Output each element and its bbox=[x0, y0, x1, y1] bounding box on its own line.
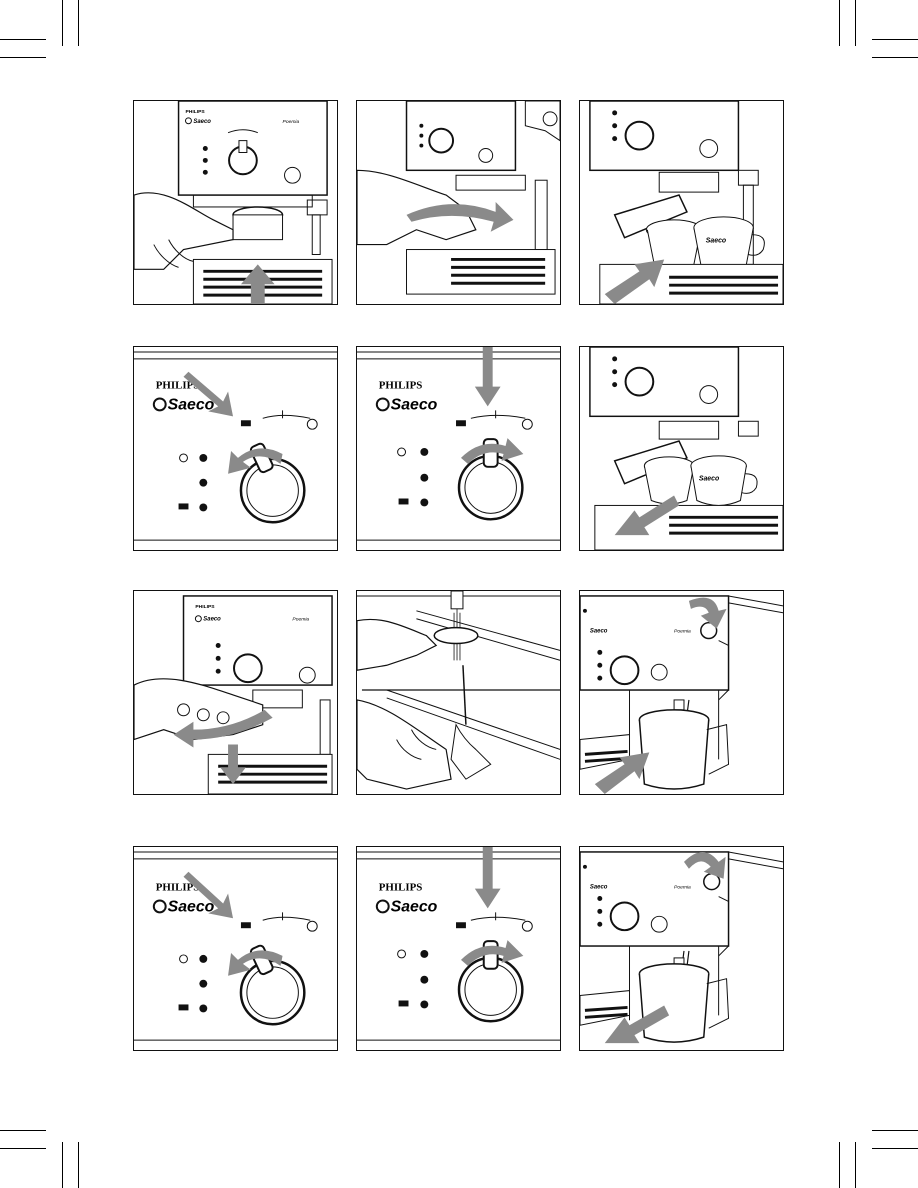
panel-5-turn-knob-off: PHILIPS Saeco bbox=[356, 346, 561, 551]
crop-mark bbox=[62, 1142, 63, 1188]
panel-8-rinse-filter bbox=[356, 590, 561, 795]
crop-mark bbox=[0, 1148, 46, 1149]
remove-arrow-icon bbox=[614, 495, 680, 536]
brand-philips-label: PHILIPS bbox=[156, 882, 200, 894]
crop-mark bbox=[872, 1130, 918, 1131]
brand-philips-label: PHILIPS bbox=[195, 604, 215, 610]
rotate-steam-knob-arrow-icon bbox=[688, 597, 727, 629]
cup-logo-label: Saeco bbox=[699, 476, 719, 483]
remove-arrow-icon bbox=[604, 1005, 670, 1044]
panel-9-steam-jug-insert: Saeco Poemia bbox=[579, 590, 784, 795]
down-right-arrow-icon bbox=[183, 871, 234, 919]
down-arrow-icon bbox=[474, 847, 501, 909]
rotate-right-arrow-icon bbox=[406, 202, 514, 232]
panel-1-insert-filter-holder: PHILIPS Saeco Poemia bbox=[133, 100, 338, 305]
brand-philips-label: PHILIPS bbox=[156, 380, 200, 392]
down-arrow-icon bbox=[474, 347, 501, 407]
down-right-arrow-icon bbox=[183, 371, 234, 417]
model-label: Poemia bbox=[674, 629, 691, 635]
crop-mark bbox=[0, 1130, 46, 1131]
brand-saeco-label: Saeco bbox=[391, 396, 438, 413]
model-label: Poemia bbox=[283, 119, 300, 125]
pull-left-arrow-icon bbox=[173, 709, 273, 748]
brand-saeco-label: Saeco bbox=[168, 396, 215, 413]
brand-saeco-label: Saeco bbox=[168, 898, 215, 915]
rotate-left-arrow-icon bbox=[228, 950, 283, 976]
model-label: Poemia bbox=[292, 617, 309, 623]
crop-mark bbox=[0, 39, 46, 40]
down-arrow-icon bbox=[220, 744, 246, 785]
brand-saeco-label: Saeco bbox=[193, 119, 211, 125]
panel-7-remove-filter-holder: PHILIPS Saeco Poemia bbox=[133, 590, 338, 795]
insert-arrow-icon bbox=[604, 259, 665, 304]
brand-saeco-label: Saeco bbox=[203, 617, 221, 623]
brand-saeco-label: Saeco bbox=[590, 885, 608, 891]
panel-11-turn-knob-off-steam: PHILIPS Saeco bbox=[356, 846, 561, 1051]
crop-mark bbox=[839, 1142, 840, 1188]
rotate-right-arrow-icon bbox=[460, 438, 524, 464]
crop-mark bbox=[839, 0, 840, 46]
brand-saeco-label: Saeco bbox=[391, 898, 438, 915]
panel-4-turn-knob-coffee: PHILIPS Saeco bbox=[133, 346, 338, 551]
panel-10-turn-knob-steam: PHILIPS Saeco bbox=[133, 846, 338, 1051]
model-label: Poemia bbox=[674, 885, 691, 891]
panel-12-steam-jug-remove: Saeco Poemia bbox=[579, 846, 784, 1051]
brand-philips-label: PHILIPS bbox=[185, 109, 205, 115]
crop-mark bbox=[855, 0, 856, 46]
rotate-right-arrow-icon bbox=[460, 940, 524, 966]
brand-saeco-label: Saeco bbox=[590, 629, 608, 635]
rotate-left-arrow-icon bbox=[228, 448, 283, 474]
crop-mark bbox=[62, 0, 63, 46]
crop-mark bbox=[78, 1142, 79, 1188]
crop-mark bbox=[855, 1142, 856, 1188]
rotate-steam-knob-arrow-icon bbox=[683, 851, 726, 879]
panel-6-remove-cups: Saeco bbox=[579, 346, 784, 551]
crop-mark bbox=[872, 1148, 918, 1149]
brand-philips-label: PHILIPS bbox=[379, 882, 423, 894]
crop-mark bbox=[0, 57, 46, 58]
panel-2-lock-filter-holder bbox=[356, 100, 561, 305]
brand-philips-label: PHILIPS bbox=[379, 380, 423, 392]
crop-mark bbox=[872, 39, 918, 40]
insert-arrow-icon bbox=[594, 752, 650, 794]
panel-3-place-cups: Saeco bbox=[579, 100, 784, 305]
cup-logo-label: Saeco bbox=[706, 238, 726, 245]
crop-mark bbox=[872, 57, 918, 58]
crop-mark bbox=[78, 0, 79, 46]
